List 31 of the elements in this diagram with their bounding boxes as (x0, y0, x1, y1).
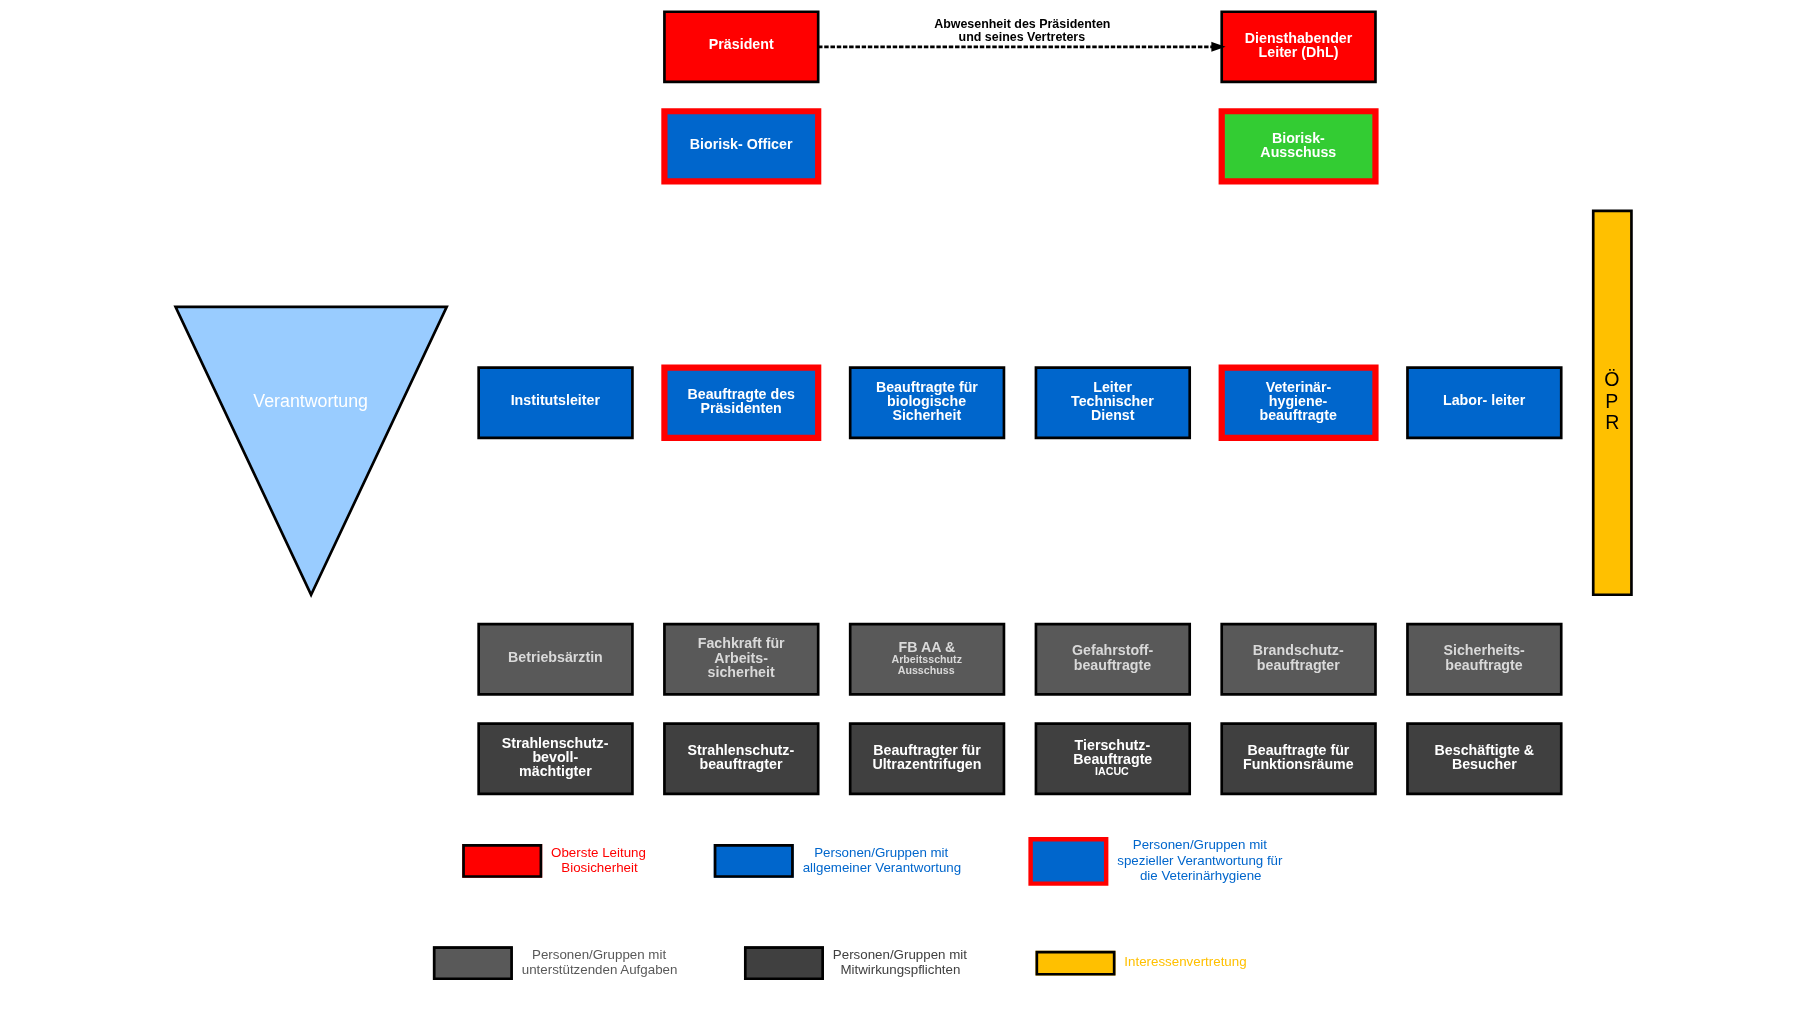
legend-label: Personen/Gruppen mit allgemeiner Verantwortung (802, 844, 962, 875)
node-box: ÖPR (1591, 209, 1633, 597)
node-box: Präsident (663, 10, 820, 84)
node-box: Strahlenschutz- bevoll- mächtigter (477, 722, 634, 796)
node-box: Beschäftigte & Besucher (1406, 722, 1563, 796)
arrow (818, 41, 1226, 52)
node-box: Fachkraft für Arbeits- sicherheit (663, 622, 820, 696)
node-box: Sicherheits- beauftragte (1406, 622, 1563, 696)
node-box: Biorisk- Ausschuss (1218, 108, 1379, 185)
node-box: Beauftragter für Ultrazentrifugen (848, 722, 1006, 796)
node-box: FB AA & Arbeitsschutz Ausschuss (848, 622, 1006, 696)
edge-label: Abwesenheit des Präsidenten und seines Vertreters (934, 17, 1111, 44)
node-box: Beauftragte für biologische Sicherheit (848, 366, 1006, 440)
node-box: Diensthabender Leiter (DhL) (1220, 10, 1377, 84)
node-box: Strahlenschutz- beauftragter (663, 722, 820, 796)
node-box: Brandschutz- beauftragter (1220, 622, 1377, 696)
node-box: Leiter Technischer Dienst (1034, 366, 1192, 440)
legend-label: Interessenvertretung (1124, 954, 1247, 970)
legend-label: Personen/Gruppen mit spezieller Verantwortung für die Veterinärhygiene (1117, 837, 1283, 883)
node-box: Institutsleiter (477, 366, 634, 440)
node-box: Beauftragte des Präsidenten (661, 364, 822, 441)
legend-label: Personen/Gruppen mit unterstützenden Aufgaben (521, 946, 678, 977)
node-box: Beauftragte für Funktionsräume (1220, 722, 1377, 796)
node-box: Veterinär- hygiene- beauftragte (1218, 364, 1379, 441)
node-box: Tierschutz- Beauftragte IACUC (1034, 722, 1192, 796)
legend-label: Oberste Leitung Biosicherheit (551, 844, 646, 875)
node-box: Biorisk- Officer (661, 108, 822, 185)
node-box: Betriebsärztin (477, 622, 634, 696)
node-box: Labor- leiter (1406, 366, 1563, 440)
legend-label: Personen/Gruppen mit Mitwirkungspflichten (832, 946, 967, 977)
node-box: Gefahrstoff- beauftragte (1034, 622, 1192, 696)
